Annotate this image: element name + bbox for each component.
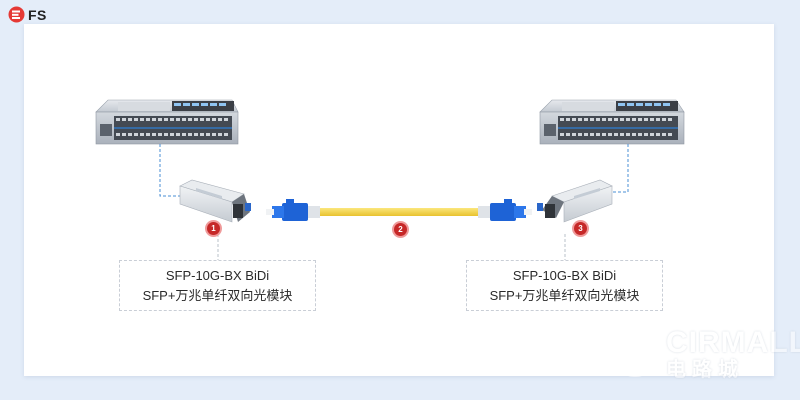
- switch-right: [539, 99, 685, 145]
- caption-left-desc: SFP+万兆单纤双向光模块: [142, 287, 293, 303]
- cirmall-watermark: CIRMALL 电路城: [610, 328, 800, 380]
- caption-left: SFP-10G-BX BiDi SFP+万兆单纤双向光模块: [119, 260, 316, 311]
- transceiver-right: [537, 179, 613, 223]
- marker-2: 2: [394, 223, 407, 236]
- logo-text: FS: [28, 6, 47, 23]
- fs-logo: FS: [8, 6, 47, 23]
- diagram-card: [24, 24, 774, 376]
- dashed-link-right: [610, 144, 629, 193]
- cirmall-logo-icon: [612, 331, 658, 377]
- caption-right-desc: SFP+万兆单纤双向光模块: [489, 287, 640, 303]
- transceiver-left: [179, 179, 251, 223]
- caption-right-model: SFP-10G-BX BiDi: [512, 267, 617, 283]
- fs-logo-icon: [8, 6, 25, 23]
- watermark-sub: 电路城: [666, 359, 744, 381]
- watermark-main: CIRMALL: [666, 326, 800, 359]
- caption-left-model: SFP-10G-BX BiDi: [165, 267, 270, 283]
- fiber-cable: [266, 199, 532, 221]
- dashed-link-left: [159, 144, 180, 197]
- marker-3: 3: [574, 222, 587, 235]
- caption-right: SFP-10G-BX BiDi SFP+万兆单纤双向光模块: [466, 260, 663, 311]
- marker-1: 1: [207, 222, 220, 235]
- switch-left: [95, 99, 239, 145]
